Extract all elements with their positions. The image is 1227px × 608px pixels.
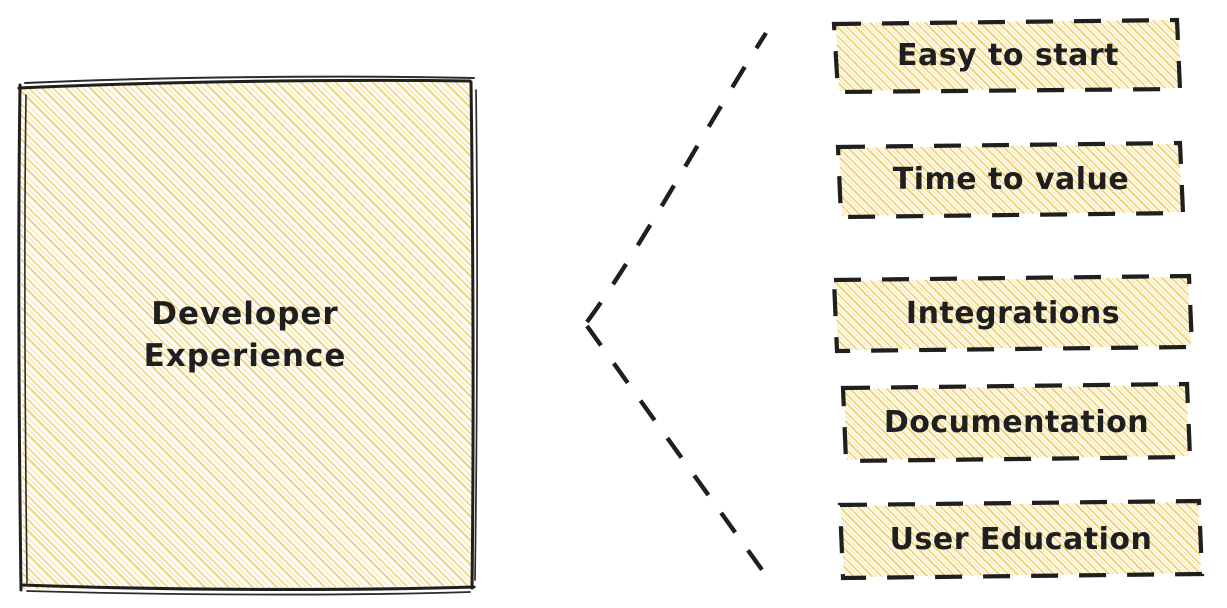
main-node-fill: [20, 80, 474, 589]
main-node-border-right-2: [474, 89, 478, 581]
connector-chevron: [585, 31, 772, 583]
leaf-node-2-fill: [835, 277, 1191, 350]
main-node-border-top-2: [24, 75, 475, 84]
main-node-border-left: [17, 83, 23, 592]
leaf-node-3[interactable]: [840, 381, 1193, 464]
leaf-node-4-fill: [841, 502, 1201, 577]
leaf-node-1-fill: [839, 144, 1182, 216]
main-node-border: [17, 78, 472, 90]
main-node-border-bottom-2: [26, 590, 471, 596]
leaf-node-3-fill: [844, 385, 1189, 460]
connector-upper-branch: [585, 31, 768, 324]
leaf-node-0-fill: [836, 20, 1181, 91]
leaf-node-4[interactable]: [837, 498, 1205, 581]
main-node-border-bottom: [20, 583, 476, 592]
leaf-node-4-border: [837, 498, 1205, 581]
leaf-node-1-border: [835, 140, 1186, 220]
leaf-node-0-border: [831, 17, 1183, 95]
main-node-border-right: [469, 80, 475, 590]
main-node-border-left-2: [24, 94, 28, 584]
connector-lower-branch: [585, 324, 772, 583]
leaf-node-3-border: [840, 381, 1193, 464]
leaf-node-2[interactable]: [831, 273, 1195, 354]
leaf-node-0[interactable]: [831, 17, 1183, 95]
main-node[interactable]: [17, 75, 478, 596]
leaf-node-1[interactable]: [835, 140, 1186, 220]
